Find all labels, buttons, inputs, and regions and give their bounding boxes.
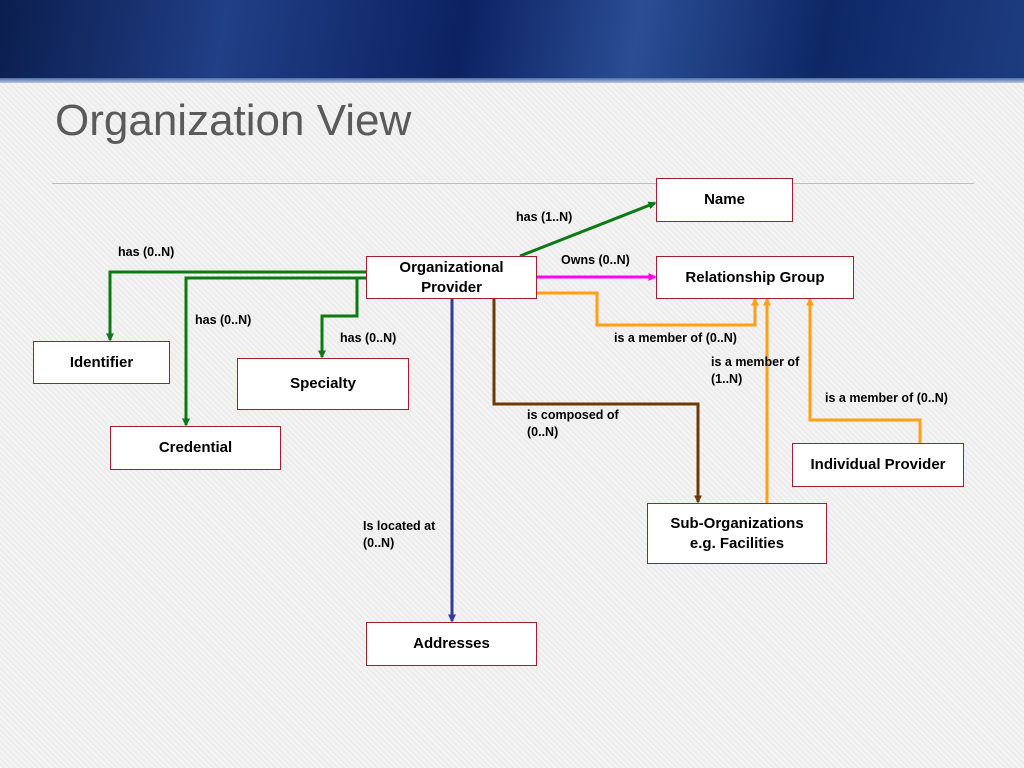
node-label: Addresses [413,635,490,652]
edge-label-member-of-sub: is a member of (1..N) [711,355,800,386]
node-label: Specialty [290,375,356,392]
slide-title: Organization View [55,96,412,145]
edge-has-name [519,201,657,258]
edge-is-composed-of [492,299,702,504]
edge-member-of-individual [806,297,922,443]
header-banner [0,0,1024,78]
edge-label-member-of-individual: is a member of (0..N) [825,391,948,405]
node-addresses[interactable]: Addresses [366,622,537,666]
edge-label-has-credential: has (0..N) [195,313,252,327]
title-divider [52,183,974,184]
edge-label-member-of-org: is a member of (0..N) [614,331,737,345]
edge-has-credential [182,276,366,427]
node-label: Identifier [69,353,134,371]
edge-label-has-specialty: has (0..N) [340,331,397,345]
node-individual-provider[interactable]: Individual Provider [792,443,964,487]
header-banner-edge [0,78,1024,83]
node-label: Organizational Provider [399,258,504,296]
edge-member-of-org [537,291,759,327]
node-label: Name [704,191,745,208]
node-label: Credential [158,439,233,456]
node-credential[interactable]: Credential [110,426,281,470]
edge-label-owns: Owns (0..N) [561,253,630,267]
node-label: Relationship Group [685,268,825,286]
node-relationship-group[interactable]: Relationship Group [656,256,854,299]
node-name[interactable]: Name [656,178,793,222]
edge-label-located-at: Is located at (0..N) [363,519,436,550]
edge-has-identifier [106,270,366,342]
edge-label-has-identifier: has (0..N) [118,245,175,259]
node-label: Individual Provider [810,456,946,473]
node-identifier[interactable]: Identifier [33,341,170,384]
edge-label-composed-of: is composed of (0..N) [527,408,619,439]
edge-has-specialty [318,278,359,359]
node-sub-organizations[interactable]: Sub-Organizations e.g. Facilities [647,503,827,564]
node-specialty[interactable]: Specialty [237,358,409,410]
node-label: Sub-Organizations e.g. Facilities [670,514,804,552]
node-organizational-provider[interactable]: Organizational Provider [366,256,537,299]
edge-label-has-name: has (1..N) [516,210,573,224]
